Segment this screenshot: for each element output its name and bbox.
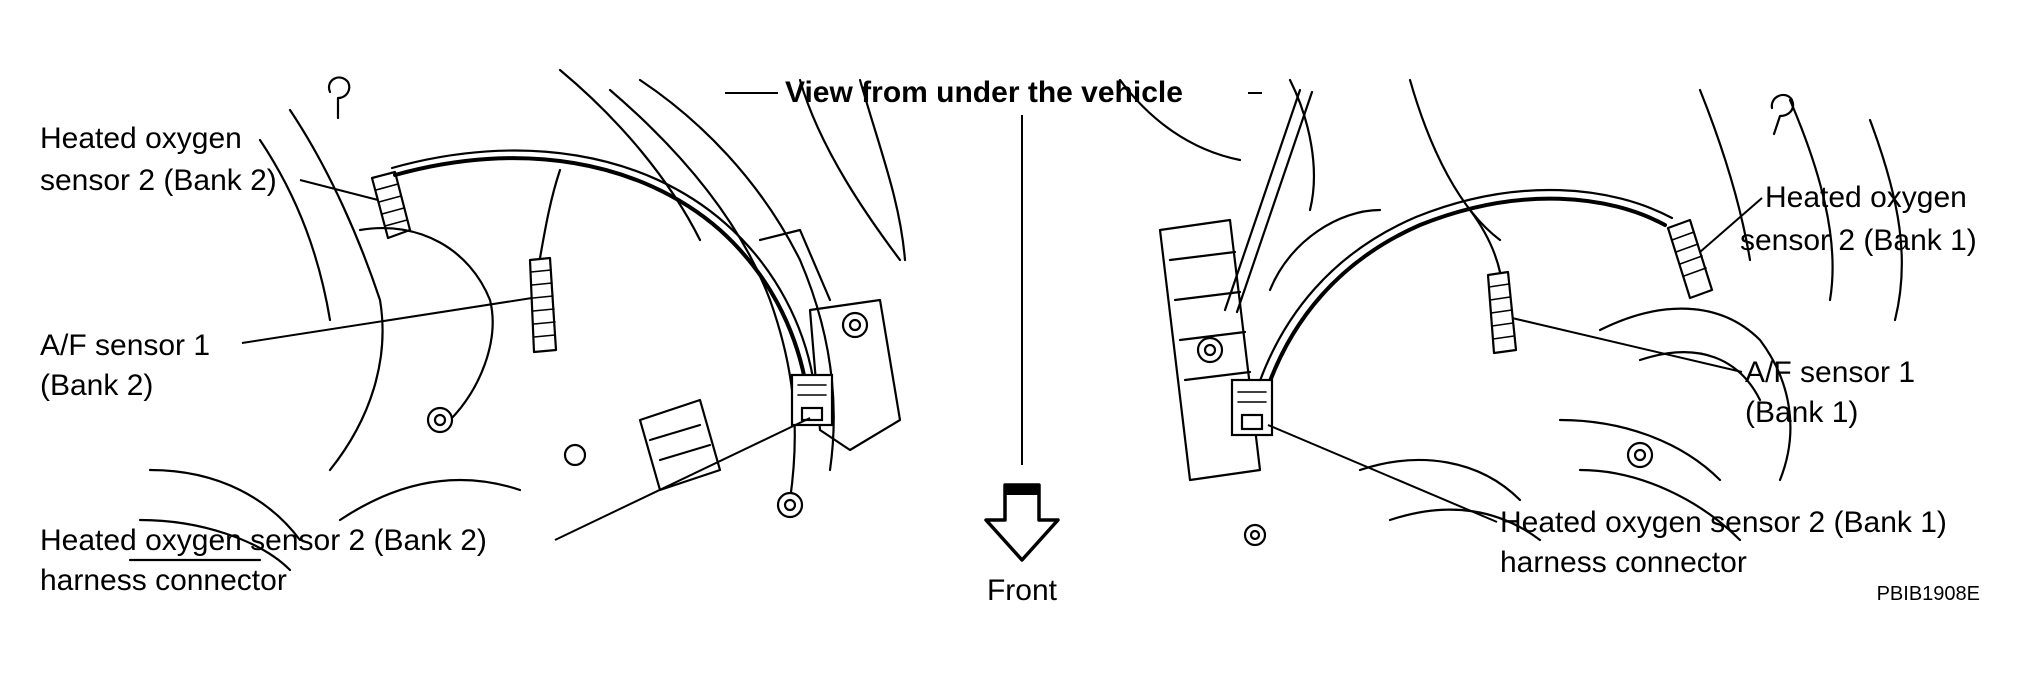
right-hos2-label-line1: Heated oxygen [1765,181,1967,214]
left-connector-label-line2: harness connector [40,564,287,597]
right-view-illustration [1118,78,1903,547]
left-connector-leader [554,417,811,541]
left-hos2-leader [299,179,379,201]
front-arrow-icon [984,483,1060,562]
hos2-bank2-sensor-icon [370,170,412,240]
right-af-leader [1511,317,1743,373]
hos2-bank1-sensor-icon [1666,218,1714,300]
right-connector-label-line1: Heated oxygen sensor 2 (Bank 1) [1500,506,1947,539]
left-af-label-line1: A/F sensor 1 [40,329,210,362]
right-connector-leader [1267,424,1498,523]
af-bank1-sensor-icon [1468,208,1518,355]
left-af-label-line2: (Bank 2) [40,369,153,402]
af-bank2-sensor-icon [528,168,562,354]
left-connector-label-line1: Heated oxygen sensor 2 (Bank 2) [40,524,487,557]
right-hos2-label-line2: sensor 2 (Bank 1) [1740,224,1977,257]
front-label: Front [987,574,1058,607]
figure-code: PBIB1908E [1877,583,1980,605]
left-view-illustration [128,68,907,572]
left-af-leader [241,297,533,344]
right-af-label-line2: (Bank 1) [1745,396,1858,429]
right-af-label-line1: A/F sensor 1 [1745,356,1915,389]
connector-bank2-icon [790,373,834,427]
connector-bank1-icon [1230,378,1274,437]
right-connector-label-line2: harness connector [1500,546,1747,579]
left-hos2-label-line1: Heated oxygen [40,122,242,155]
left-hos2-label-line2: sensor 2 (Bank 2) [40,164,277,197]
diagram-title: View from under the vehicle [785,76,1183,109]
right-hos2-leader [1699,197,1763,253]
